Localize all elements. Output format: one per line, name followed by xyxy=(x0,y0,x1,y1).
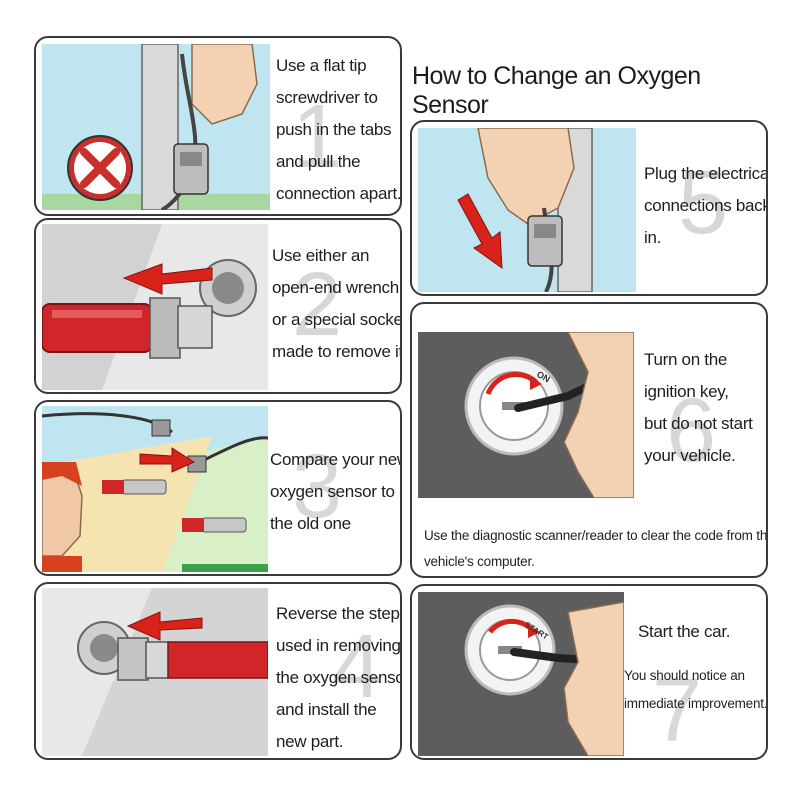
step-4-line: Reverse the steps xyxy=(276,604,402,623)
step-3-text: Compare your new oxygen sensor to the ol… xyxy=(270,444,402,540)
step-4-line: new part. xyxy=(276,732,344,751)
step-2-line: open-end wrench xyxy=(272,278,399,297)
step-3-line: Compare your new xyxy=(270,450,402,469)
step-1-line: and pull the xyxy=(276,152,361,171)
step-5-line: connections back xyxy=(644,196,768,215)
step-4-line: the oxygen sensor xyxy=(276,668,402,687)
step-4-line: and install the xyxy=(276,700,377,719)
step-3-line: the old one xyxy=(270,514,351,533)
step-1-line: connection apart. xyxy=(276,184,402,203)
step-1-text: Use a flat tip screwdriver to push in th… xyxy=(276,50,402,210)
step-7-note-line: You should notice an xyxy=(624,668,745,683)
page-title: How to Change an Oxygen Sensor xyxy=(412,62,701,119)
step-1-line: push in the tabs xyxy=(276,120,392,139)
step-6-line: but do not start xyxy=(644,414,753,433)
step-7-text: Start the car. xyxy=(638,616,730,648)
step-3-illustration xyxy=(42,406,268,572)
step-5-card: 5 Plug the electrical connections back i… xyxy=(410,120,768,296)
step-6-line: ignition key, xyxy=(644,382,729,401)
hand-icon xyxy=(563,332,634,498)
step-5-text: Plug the electrical connections back in. xyxy=(644,158,768,254)
step-3-line: oxygen sensor to xyxy=(270,482,395,501)
step-1-illustration xyxy=(42,44,270,210)
step-4-text: Reverse the steps used in removing the o… xyxy=(276,598,402,758)
step-7-note: You should notice an immediate improveme… xyxy=(624,662,768,718)
step-5-line: in. xyxy=(644,228,662,247)
step-6-note: Use the diagnostic scanner/reader to cle… xyxy=(424,523,768,575)
step-6-card: ON 6 Turn on the ignition key, but do no… xyxy=(410,302,768,578)
connector-icon xyxy=(527,215,563,267)
step-4-line: used in removing xyxy=(276,636,401,655)
step-6-text: Turn on the ignition key, but do not sta… xyxy=(644,344,753,472)
ignition-dial-icon: START xyxy=(464,604,556,696)
step-4-card: 4 Reverse the steps used in removing the… xyxy=(34,582,402,760)
step-2-text: Use either an open-end wrench or a speci… xyxy=(272,240,402,368)
step-6-note-line: vehicle's computer. xyxy=(424,554,535,569)
red-arrow-icon xyxy=(139,447,196,473)
step-2-illustration xyxy=(42,224,268,390)
step-7-illustration: START xyxy=(418,592,624,756)
step-6-illustration: ON xyxy=(418,332,634,498)
step-7-note-line: immediate improvement. xyxy=(624,696,768,711)
ignition-dial-icon: ON xyxy=(464,356,564,456)
step-7-card: START 7 Start the car. You should notice… xyxy=(410,584,768,760)
step-5-line: Plug the electrical xyxy=(644,164,768,183)
step-2-line: or a special socket xyxy=(272,310,402,329)
red-arrow-icon xyxy=(126,611,203,641)
step-6-line: your vehicle. xyxy=(644,446,736,465)
step-2-line: made to remove it. xyxy=(272,342,402,361)
step-1-line: screwdriver to xyxy=(276,88,378,107)
person-face-icon xyxy=(42,462,83,572)
step-1-card: 1 Use a flat tip screwdriver to push in … xyxy=(34,36,402,216)
step-3-card: 3 Compare your new oxygen sensor to the … xyxy=(34,400,402,576)
step-6-note-line: Use the diagnostic scanner/reader to cle… xyxy=(424,528,768,543)
step-6-line: Turn on the xyxy=(644,350,728,369)
step-1-line: Use a flat tip xyxy=(276,56,367,75)
step-5-illustration xyxy=(418,128,636,292)
x-mark-icon xyxy=(67,135,133,201)
red-arrow-icon xyxy=(122,263,213,295)
step-7-line: Start the car. xyxy=(638,622,731,641)
step-4-illustration xyxy=(42,588,268,756)
step-2-line: Use either an xyxy=(272,246,370,265)
red-arrow-icon xyxy=(457,193,503,270)
hand-icon xyxy=(563,601,624,756)
step-2-card: 2 Use either an open-end wrench or a spe… xyxy=(34,218,402,394)
